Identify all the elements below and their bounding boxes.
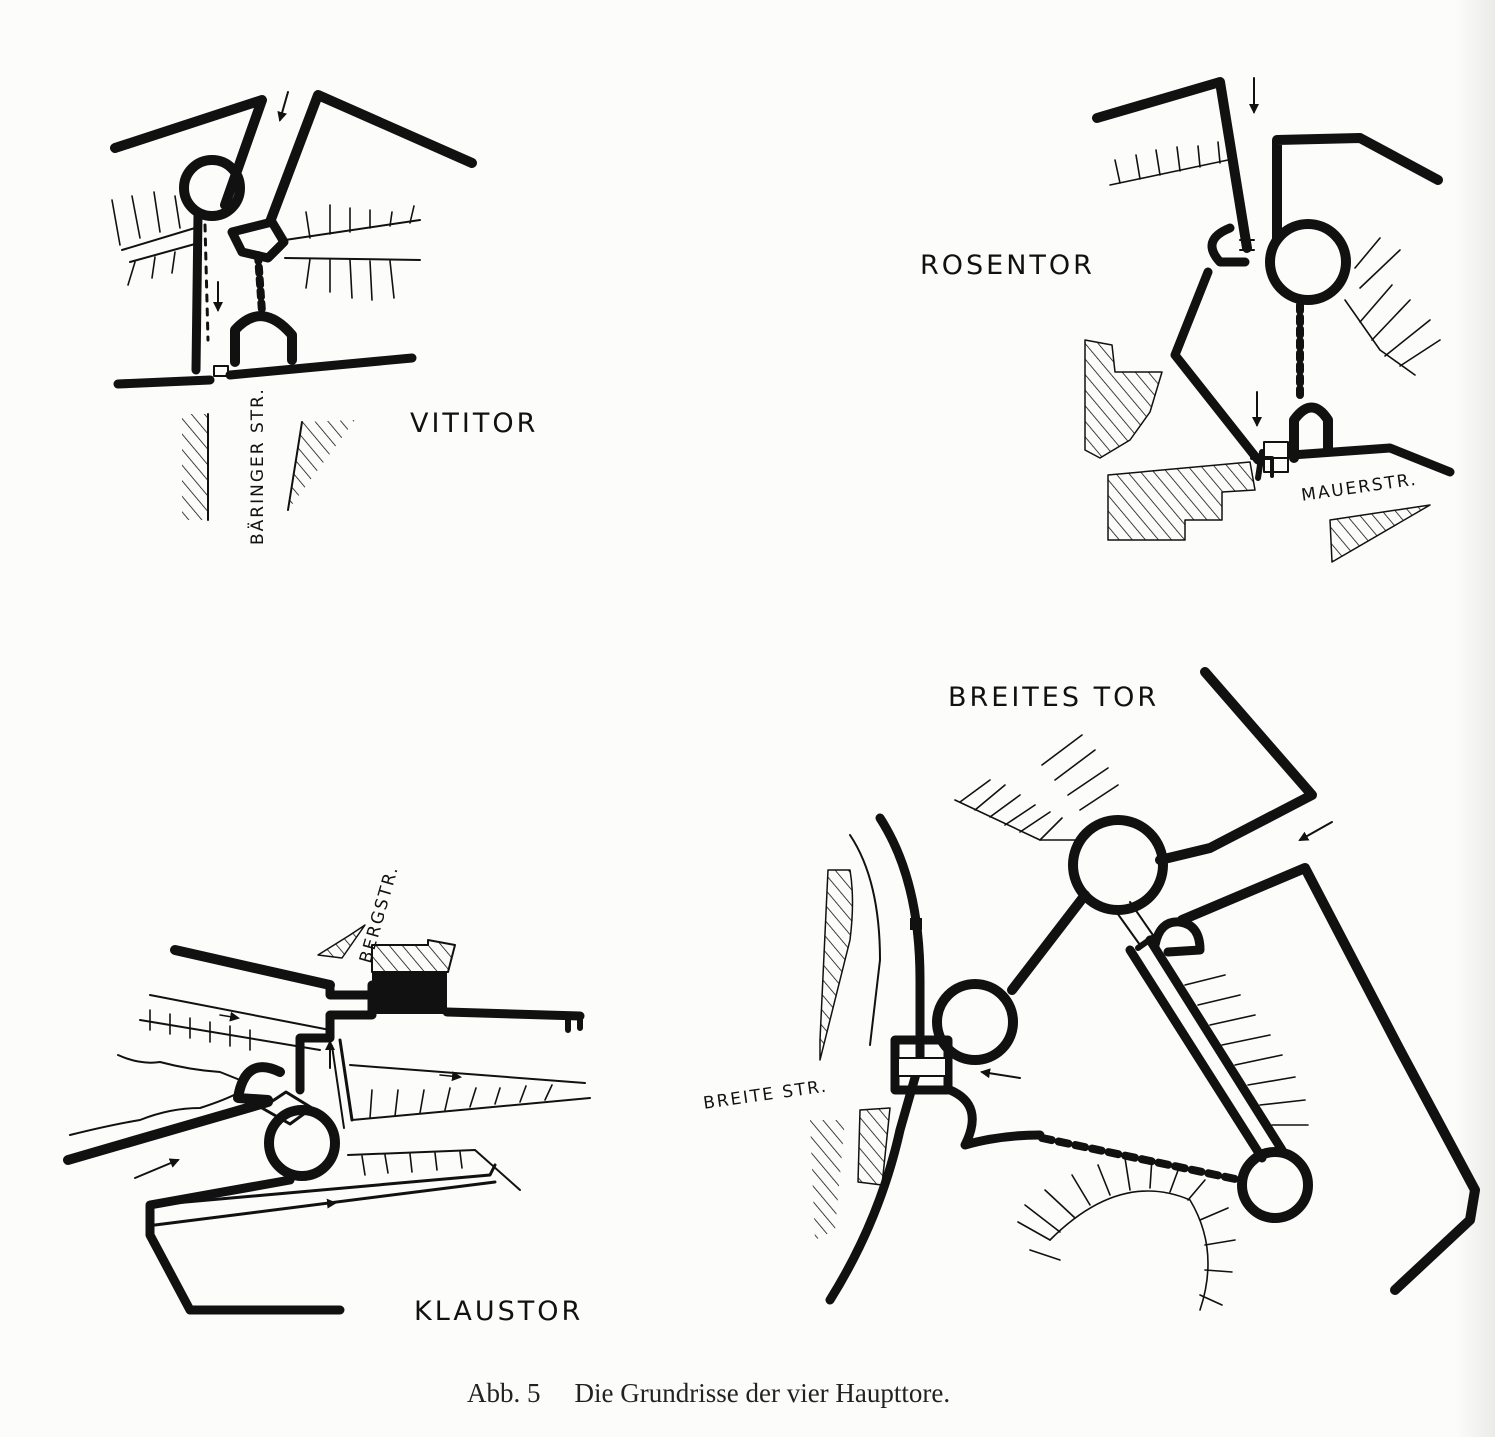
rosentor-label: ROSENTOR — [920, 250, 1095, 281]
rosentor-plan — [1084, 77, 1455, 563]
figure-caption: Abb. 5 Die Grundrisse der vier Haupttore. — [467, 1378, 1167, 1409]
tower-icon — [1068, 815, 1168, 915]
vititor-label: VITITOR — [410, 408, 539, 439]
tower-icon — [179, 155, 245, 221]
klaustor-label: KLAUSTOR — [414, 1296, 584, 1327]
hatched-building-icon — [372, 972, 447, 1014]
hatched-building-icon — [182, 414, 208, 520]
baeringer-street-label: BÄRINGER STR. — [248, 387, 268, 545]
embankment-icon — [1109, 141, 1441, 376]
embankment-icon — [111, 191, 415, 301]
page-edge-shadow — [1455, 0, 1495, 1437]
hatched-building-icon — [819, 869, 854, 1061]
embankment-icon — [149, 1009, 553, 1176]
tower-icon — [264, 1105, 340, 1181]
tower-icon — [1265, 219, 1351, 305]
klaustor-plan — [63, 924, 591, 1315]
tower-icon — [1237, 1147, 1313, 1223]
embankment-icon — [954, 734, 1309, 1311]
caption-number: Abb. 5 — [467, 1378, 541, 1408]
breites-tor-label: BREITES TOR — [948, 682, 1160, 713]
tower-icon — [932, 979, 1018, 1065]
hatched-building-icon — [1084, 339, 1163, 459]
vititor-plan — [110, 90, 477, 521]
breites-tor-plan — [810, 667, 1480, 1311]
caption-text: Die Grundrisse der vier Haupttore. — [574, 1378, 951, 1408]
